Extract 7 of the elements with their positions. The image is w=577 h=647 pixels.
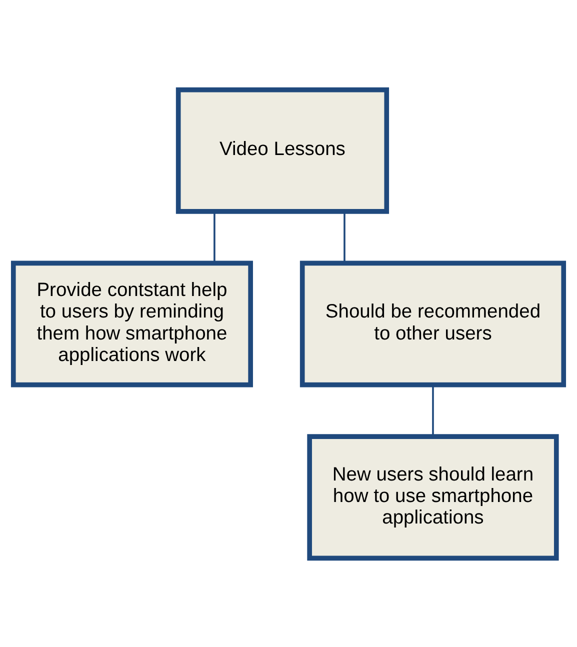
node-box: Provide contstant help to users by reminding them how smartphone applications work xyxy=(10,260,253,387)
node-box: New users should learn how to use smartphone applications xyxy=(307,434,559,560)
connector xyxy=(344,211,346,262)
node-box: Should be recommended to other users xyxy=(300,260,566,387)
connector xyxy=(214,211,216,262)
node-box: Video Lessons xyxy=(176,86,390,214)
connector xyxy=(432,384,434,436)
